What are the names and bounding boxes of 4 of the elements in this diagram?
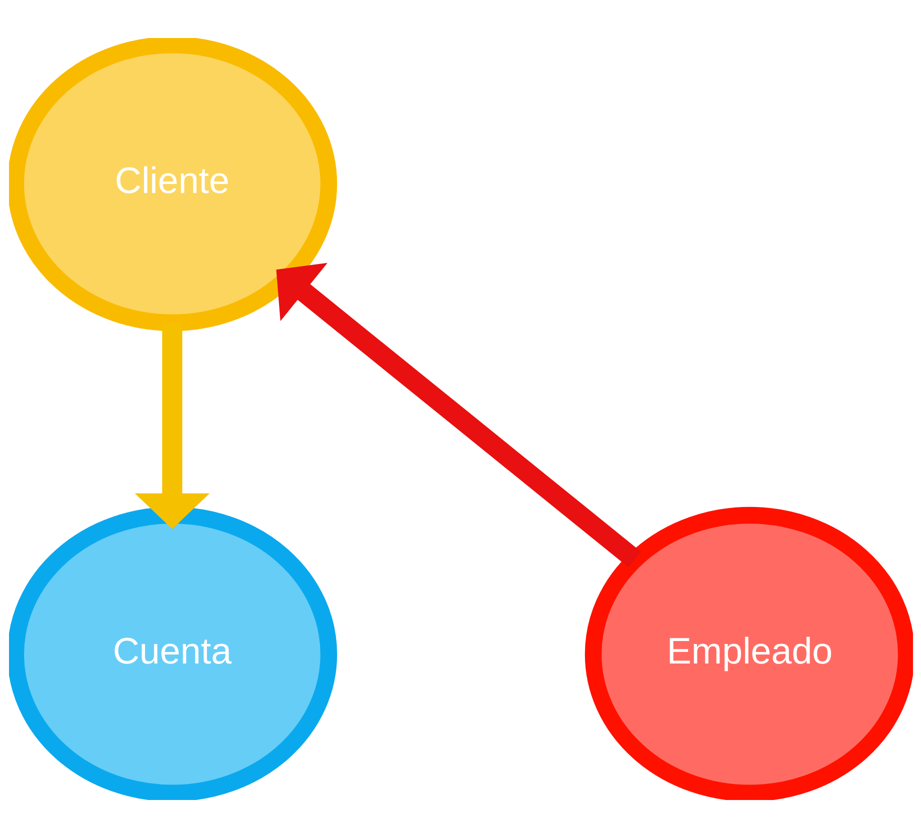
arrow — [276, 262, 641, 567]
node-ellipse: Cliente — [8, 38, 337, 331]
node-ellipse: Cuenta — [8, 506, 337, 800]
node-ellipse: Empleado — [584, 506, 912, 800]
